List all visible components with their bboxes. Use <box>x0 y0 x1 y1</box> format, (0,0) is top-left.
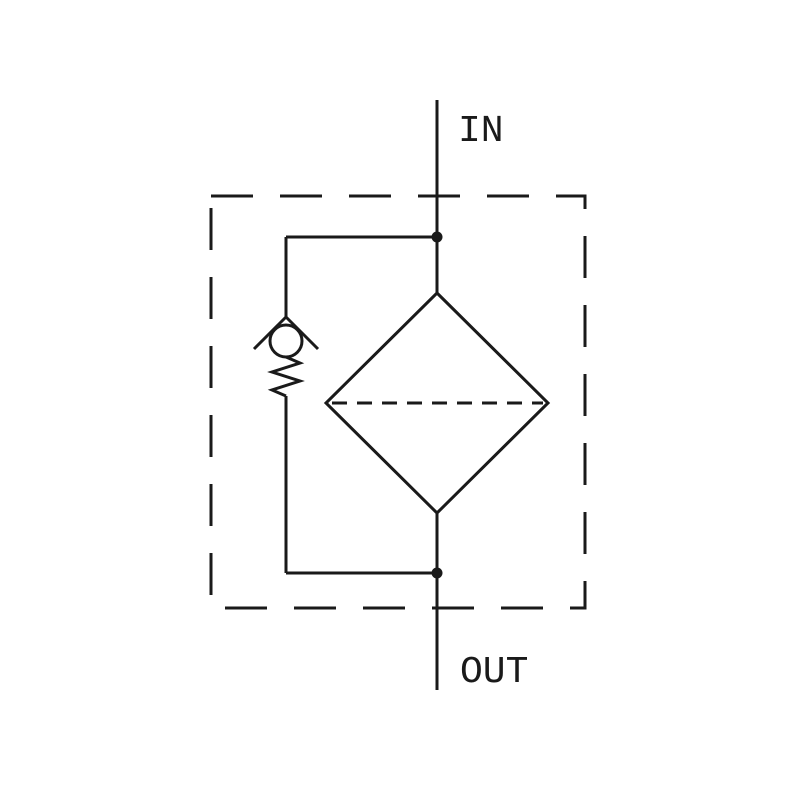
junction-dot-top <box>431 231 443 243</box>
schematic-lines: IN OUT <box>209 100 587 694</box>
enclosure-dashed-boundary-icon <box>209 194 587 610</box>
inlet-port-label: IN <box>458 110 504 153</box>
check-valve-ball-icon <box>268 323 304 359</box>
outlet-port-label: OUT <box>460 651 528 694</box>
check-valve-seat-left <box>252 315 288 351</box>
junction-dot-bottom <box>431 567 443 579</box>
check-valve-seat-right <box>284 315 320 351</box>
spring-icon <box>267 355 305 398</box>
